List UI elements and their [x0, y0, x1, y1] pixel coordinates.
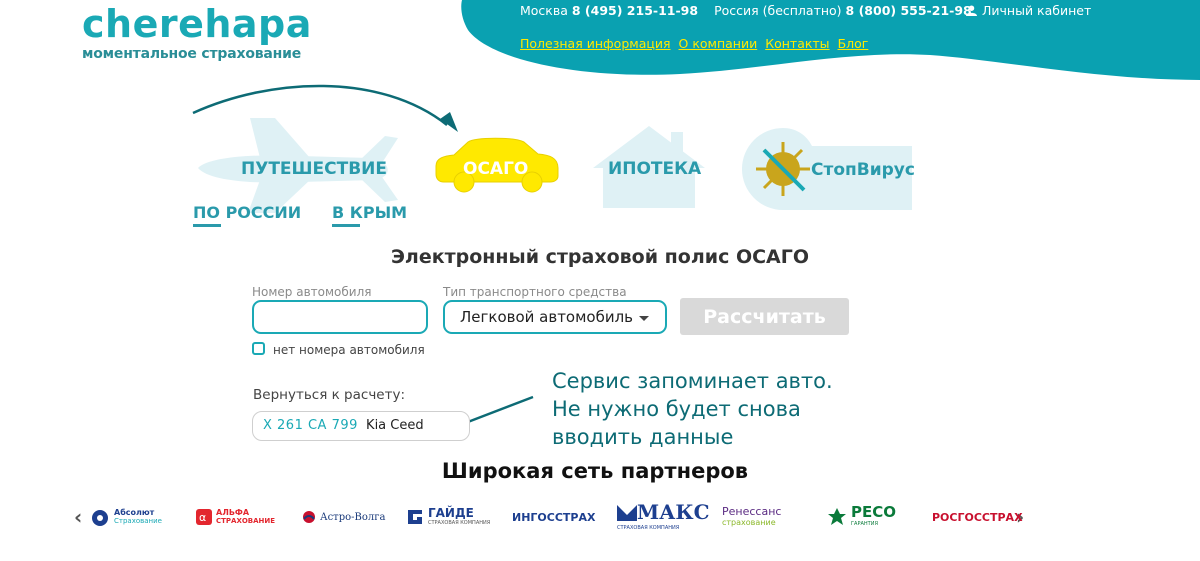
reso-name: РЕСО [851, 503, 896, 521]
gaide-logo-icon [408, 510, 422, 524]
partner-astro-volga[interactable]: Астро-Волга [302, 503, 385, 531]
alfa-sub: СТРАХОВАНИЕ [216, 517, 276, 525]
vehicle-type-label: Тип транспортного средства [443, 285, 627, 299]
no-number-label[interactable]: нет номера автомобиля [273, 343, 425, 357]
annotation-line-2: Не нужно будет снова [552, 397, 801, 421]
nav-blog[interactable]: Блог [837, 36, 869, 51]
ingosstrakh-name: ИНГОССТРАХ [512, 510, 596, 524]
svg-text:α: α [199, 511, 206, 524]
renessans-name: Ренессанс [722, 505, 782, 518]
rosgosstrakh-name: РОСГОССТРАХ [932, 510, 1023, 524]
annotation-text: Сервис запоминает авто. Не нужно будет с… [552, 367, 833, 451]
partner-gaide[interactable]: ГАЙДЕ СТРАХОВАЯ КОМПАНИЯ [406, 503, 490, 531]
link-po-rossii[interactable]: ПО РОССИИ [193, 203, 302, 227]
osago-label[interactable]: ОСАГО [463, 159, 529, 179]
city-label: Москва [520, 3, 568, 18]
logo-name: cherehapa [82, 2, 312, 46]
vehicle-type-value: Легковой автомобиль [460, 308, 634, 326]
reso-sub: ГАРАНТИЯ [851, 521, 878, 527]
alfa-logo-icon: α [196, 509, 212, 525]
no-number-checkbox[interactable] [252, 342, 265, 355]
car-number-label: Номер автомобиля [252, 285, 372, 299]
gaide-name: ГАЙДЕ [428, 506, 474, 520]
header-wave [461, 0, 1200, 80]
partner-ingosstrakh[interactable]: ИНГОССТРАХ [512, 503, 595, 531]
travel-category[interactable] [190, 118, 400, 213]
russia-phone[interactable]: 8 (800) 555-21-98 [845, 3, 972, 18]
absolut-name: Абсолют [114, 508, 155, 517]
nav-contacts[interactable]: Контакты [765, 36, 830, 51]
mortgage-category[interactable] [593, 126, 705, 208]
nav-about[interactable]: О компании [678, 36, 758, 51]
stopvirus-category[interactable] [742, 128, 912, 210]
travel-label[interactable]: ПУТЕШЕСТВИЕ [241, 159, 388, 179]
link-v-krym[interactable]: В КРЫМ [332, 203, 408, 227]
annotation-line-3: вводить данные [552, 425, 734, 449]
maks-logo-icon [617, 505, 637, 521]
saved-car-chip[interactable]: Х 261 СА 799 Kia Ceed [252, 411, 470, 441]
house-icon [593, 126, 705, 208]
virus-icon [742, 128, 912, 210]
alfa-name: АЛЬФА [216, 508, 250, 517]
stopvirus-label[interactable]: СтопВирус [811, 160, 915, 180]
calculate-button[interactable]: Рассчитать [680, 298, 849, 335]
partners-title: Широкая сеть партнеров [441, 459, 749, 483]
logo[interactable]: cherehapa моментальное страхование [82, 2, 312, 62]
cabinet-label: Личный кабинет [982, 3, 1092, 18]
car-icon [435, 137, 559, 193]
maks-sub: СТРАХОВАЯ КОМПАНИЯ [617, 525, 680, 531]
partner-alfa[interactable]: α АЛЬФА СТРАХОВАНИЕ [196, 503, 275, 531]
osago-category[interactable] [432, 136, 562, 194]
header-contacts: Москва 8 (495) 215-11-98 Россия (бесплатн… [520, 3, 972, 18]
mortgage-label[interactable]: ИПОТЕКА [608, 159, 702, 179]
renessans-sub: страхование [722, 518, 776, 527]
chevron-right-icon[interactable]: › [1016, 505, 1025, 529]
russia-label: Россия (бесплатно) [714, 3, 842, 18]
reso-logo-icon [828, 508, 846, 525]
return-label: Вернуться к расчету: [253, 387, 406, 403]
absolut-sub: Страхование [114, 517, 162, 525]
chevron-left-icon[interactable]: ‹ [74, 505, 83, 529]
annotation-line-1: Сервис запоминает авто. [552, 369, 833, 393]
astro-volga-name: Астро-Волга [320, 511, 386, 523]
partner-reso[interactable]: РЕСО ГАРАНТИЯ [827, 503, 896, 531]
page-title: Электронный страховой полис ОСАГО [390, 246, 810, 268]
partner-absolut[interactable]: Абсолют Страхование [90, 503, 162, 531]
user-icon [966, 5, 977, 16]
partner-rosgosstrakh[interactable]: РОСГОССТРАХ [932, 503, 1023, 531]
saved-plate: Х 261 СА 799 [263, 418, 358, 433]
nav-useful-info[interactable]: Полезная информация [520, 36, 671, 51]
airplane-icon [198, 118, 398, 213]
astro-volga-logo-icon [303, 511, 315, 523]
saved-model: Kia Ceed [366, 418, 424, 433]
partner-maks[interactable]: МАКС СТРАХОВАЯ КОМПАНИЯ [617, 500, 710, 531]
absolut-logo-icon [92, 510, 108, 526]
maks-name: МАКС [637, 500, 710, 524]
vehicle-type-select[interactable]: Легковой автомобиль [443, 300, 667, 334]
cabinet-link[interactable]: Личный кабинет [966, 3, 1091, 18]
moscow-phone[interactable]: 8 (495) 215-11-98 [571, 3, 699, 18]
partner-renessans[interactable]: Ренессанс страхование [722, 503, 781, 531]
car-number-input[interactable] [252, 300, 428, 334]
gaide-sub: СТРАХОВАЯ КОМПАНИЯ [428, 520, 491, 526]
chevron-down-icon [639, 316, 649, 321]
logo-tagline: моментальное страхование [82, 46, 302, 62]
top-nav: Полезная информация О компании Контакты … [520, 36, 868, 51]
